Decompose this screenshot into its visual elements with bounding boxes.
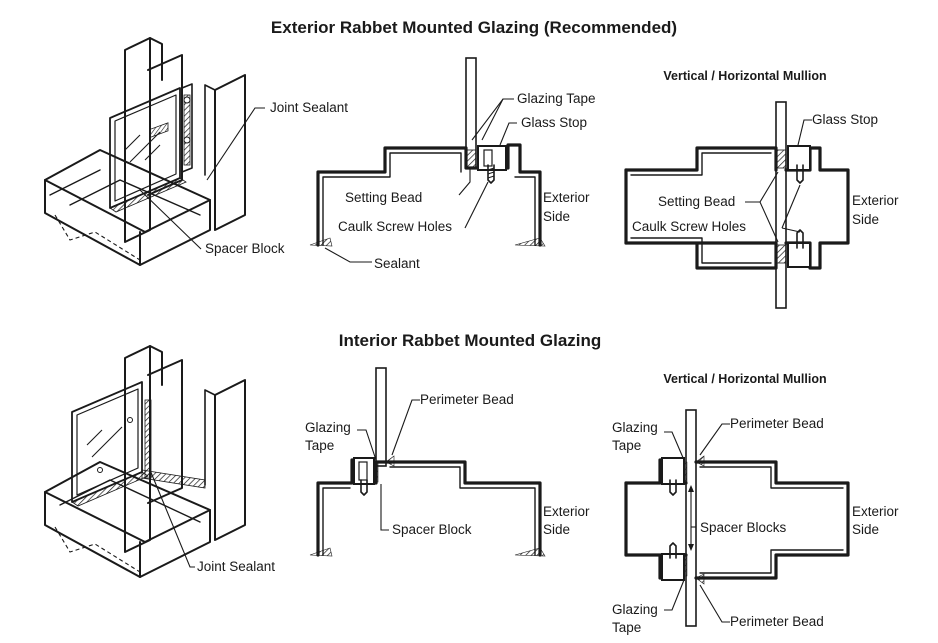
top-mullion-glass-stop-label: Glass Stop: [812, 112, 878, 127]
bottom-tape-label: Tape: [305, 438, 334, 453]
top-frame-section: [309, 57, 546, 263]
top-mullion-title: Vertical / Horizontal Mullion: [663, 69, 826, 83]
bottom-mullion-tape-bottom-label: Tape: [612, 620, 641, 635]
top-glass-stop-label: Glass Stop: [521, 115, 587, 130]
bottom-mullion-perimeter-bead-bottom-label: Perimeter Bead: [730, 614, 824, 629]
bottom-mullion-exterior-label: Exterior: [852, 504, 899, 519]
bottom-mullion-side-label: Side: [852, 522, 879, 537]
top-mullion-setting-bead-label: Setting Bead: [658, 194, 735, 209]
bottom-iso-joint-sealant-label: Joint Sealant: [197, 559, 275, 574]
top-sealant-label: Sealant: [374, 256, 420, 271]
bottom-perimeter-bead-label: Perimeter Bead: [420, 392, 514, 407]
bottom-mullion-spacer-blocks-label: Spacer Blocks: [700, 520, 787, 535]
top-iso-joint-sealant-label: Joint Sealant: [270, 100, 348, 115]
bottom-glazing-label: Glazing: [305, 420, 351, 435]
bottom-mullion-glazing-top-label: Glazing: [612, 420, 658, 435]
top-mullion-side-label: Side: [852, 212, 879, 227]
bottom-mullion-title: Vertical / Horizontal Mullion: [663, 372, 826, 386]
top-mullion-section: [624, 101, 850, 309]
bottom-frame-section: [309, 367, 546, 557]
top-isometric-view: [44, 37, 265, 266]
top-caulk-screw-holes-label: Caulk Screw Holes: [338, 219, 452, 234]
top-title: Exterior Rabbet Mounted Glazing (Recomme…: [271, 18, 677, 37]
bottom-mullion-glazing-bottom-label: Glazing: [612, 602, 658, 617]
top-side-label: Side: [543, 209, 570, 224]
top-mullion-caulk-screw-holes-label: Caulk Screw Holes: [632, 219, 746, 234]
top-exterior-label: Exterior: [543, 190, 590, 205]
bottom-mullion-tape-top-label: Tape: [612, 438, 641, 453]
top-setting-bead-label: Setting Bead: [345, 190, 422, 205]
bottom-title: Interior Rabbet Mounted Glazing: [339, 331, 602, 350]
top-iso-spacer-block-label: Spacer Block: [205, 241, 285, 256]
bottom-side-label: Side: [543, 522, 570, 537]
bottom-spacer-block-label: Spacer Block: [392, 522, 472, 537]
top-glazing-tape-label: Glazing Tape: [517, 91, 596, 106]
top-mullion-exterior-label: Exterior: [852, 193, 899, 208]
bottom-exterior-label: Exterior: [543, 504, 590, 519]
bottom-isometric-view: [44, 345, 246, 578]
bottom-mullion-section: [624, 409, 850, 627]
bottom-mullion-perimeter-bead-top-label: Perimeter Bead: [730, 416, 824, 431]
